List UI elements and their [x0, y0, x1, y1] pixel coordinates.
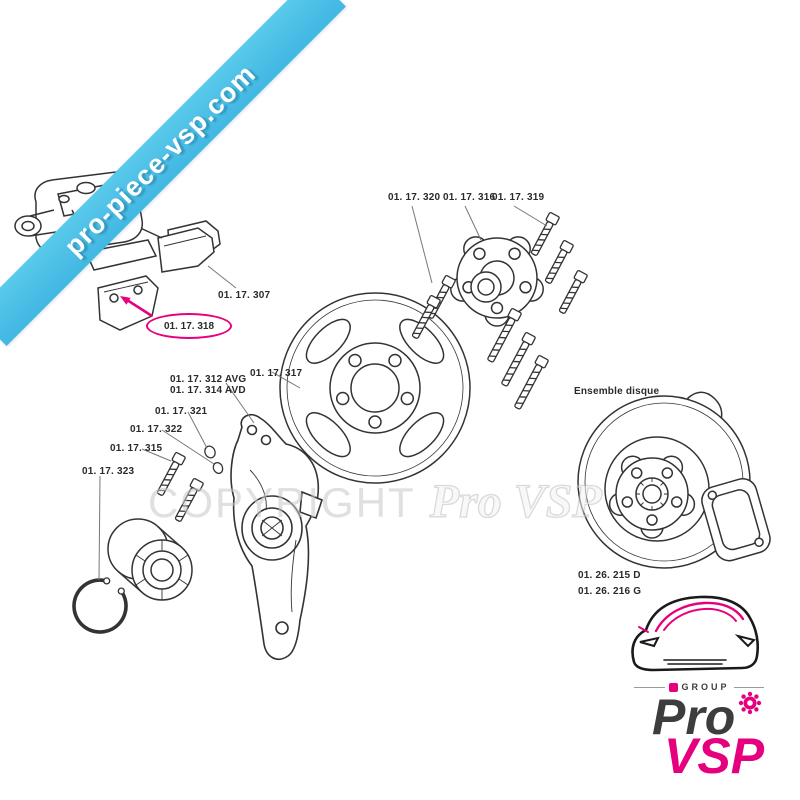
highlight-arrow — [120, 296, 153, 318]
group-line-right — [733, 686, 765, 688]
part-label-321: 01. 17. 321 — [155, 406, 208, 417]
part-label-319: 01. 17. 319 — [492, 192, 545, 203]
brake-disc-drawing — [279, 292, 471, 484]
part-label-307: 01. 17. 307 — [218, 290, 271, 301]
wheel-hub-drawing — [450, 236, 544, 327]
logo-group-line: GROUP — [634, 682, 765, 692]
part-label-215d: 01. 26. 215 D — [578, 570, 641, 581]
bolts-drawing — [154, 211, 589, 524]
part-label-318: 01. 17. 318 — [163, 320, 215, 332]
part-label-316: 01. 17. 316 — [443, 192, 496, 203]
part-label-320: 01. 17. 320 — [388, 192, 441, 203]
circlip-drawing — [72, 577, 128, 634]
assembly-title: Ensemble disque — [574, 386, 660, 397]
part-label-322: 01. 17. 322 — [130, 424, 183, 435]
part-label-315: 01. 17. 315 — [110, 443, 163, 454]
highlighted-part-ellipse: 01. 17. 318 — [146, 313, 232, 339]
wheel-bearing-drawing — [107, 518, 193, 601]
car-outline-drawing — [631, 595, 760, 672]
leader-lines — [98, 205, 548, 581]
group-label: GROUP — [681, 682, 730, 692]
part-label-314-avd: 01. 17. 314 AVD — [170, 385, 246, 396]
group-emblem-icon — [668, 682, 678, 692]
logo-pro-text: Pro — [652, 689, 736, 745]
part-label-323: 01. 17. 323 — [82, 466, 135, 477]
part-label-312-avg: 01. 17. 312 AVG — [170, 374, 247, 385]
group-line-left — [634, 686, 665, 688]
assembled-disc-drawing — [577, 391, 771, 569]
part-label-317: 01. 17. 317 — [250, 368, 303, 379]
gear-icon — [738, 691, 762, 715]
part-label-216g: 01. 26. 216 G — [578, 586, 642, 597]
logo-vsp-text: VSP — [664, 728, 765, 784]
steering-knuckle-drawing — [230, 413, 323, 660]
